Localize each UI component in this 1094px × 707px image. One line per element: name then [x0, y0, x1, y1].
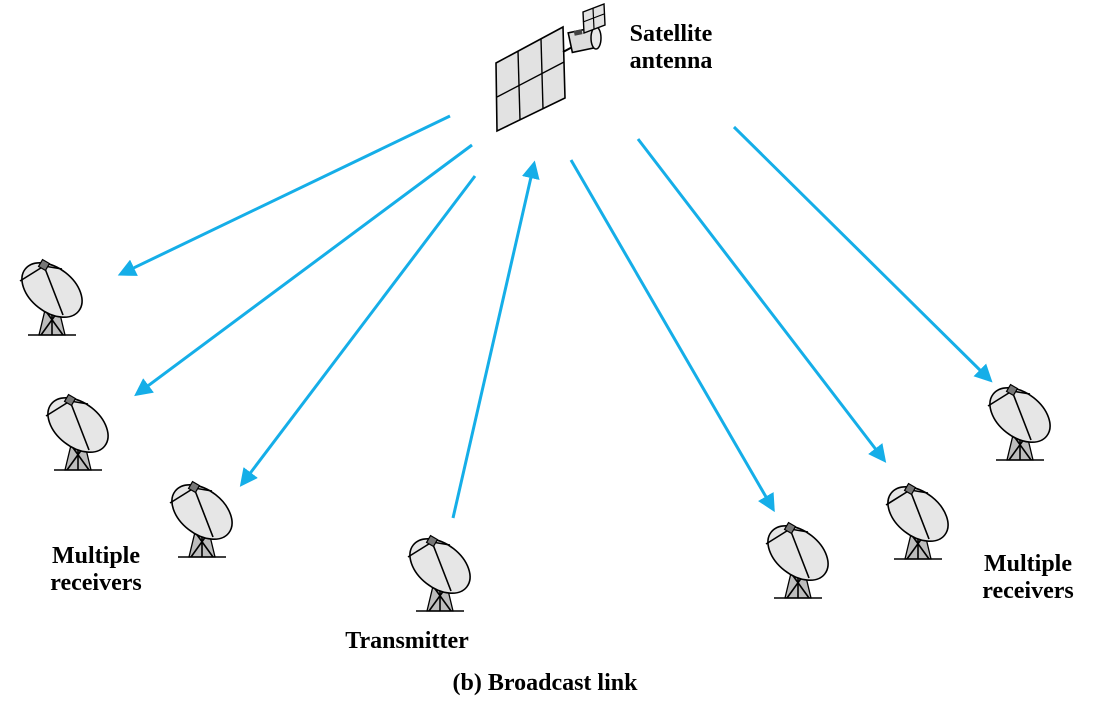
multiple-receivers-left-label: Multiple receivers — [38, 543, 154, 597]
satellite-dish-icon — [978, 375, 1062, 461]
multiple-receivers-right-label: Multiple receivers — [970, 551, 1086, 605]
uplink-arrow — [451, 160, 540, 519]
link-arrows — [117, 114, 993, 519]
label-line: Satellite — [629, 21, 713, 47]
satellite-icon — [495, 3, 606, 133]
label-line: Multiple — [52, 543, 140, 569]
label-line: Multiple — [984, 551, 1072, 577]
satellite-antenna-label: Satellite antenna — [612, 21, 730, 75]
downlink-arrow — [569, 159, 775, 513]
downlink-arrow — [636, 138, 887, 463]
label-line: receivers — [50, 570, 142, 596]
downlink-arrow — [117, 114, 451, 276]
satellite-dish-icon — [36, 385, 120, 471]
downlink-arrow — [732, 125, 993, 383]
satellite-dish-icon — [876, 474, 960, 560]
satellite-dish-icon — [756, 513, 840, 599]
figure-caption: (b) Broadcast link — [452, 670, 638, 696]
satellite-dish-icon — [160, 472, 244, 558]
downlink-arrow — [134, 143, 473, 397]
satellite-dish-icon — [398, 526, 482, 612]
label-line: antenna — [629, 48, 713, 74]
satellite-dish-icon — [10, 250, 94, 336]
label-line: receivers — [982, 578, 1074, 604]
transmitter-label: Transmitter — [345, 628, 469, 654]
downlink-arrow — [239, 175, 477, 487]
